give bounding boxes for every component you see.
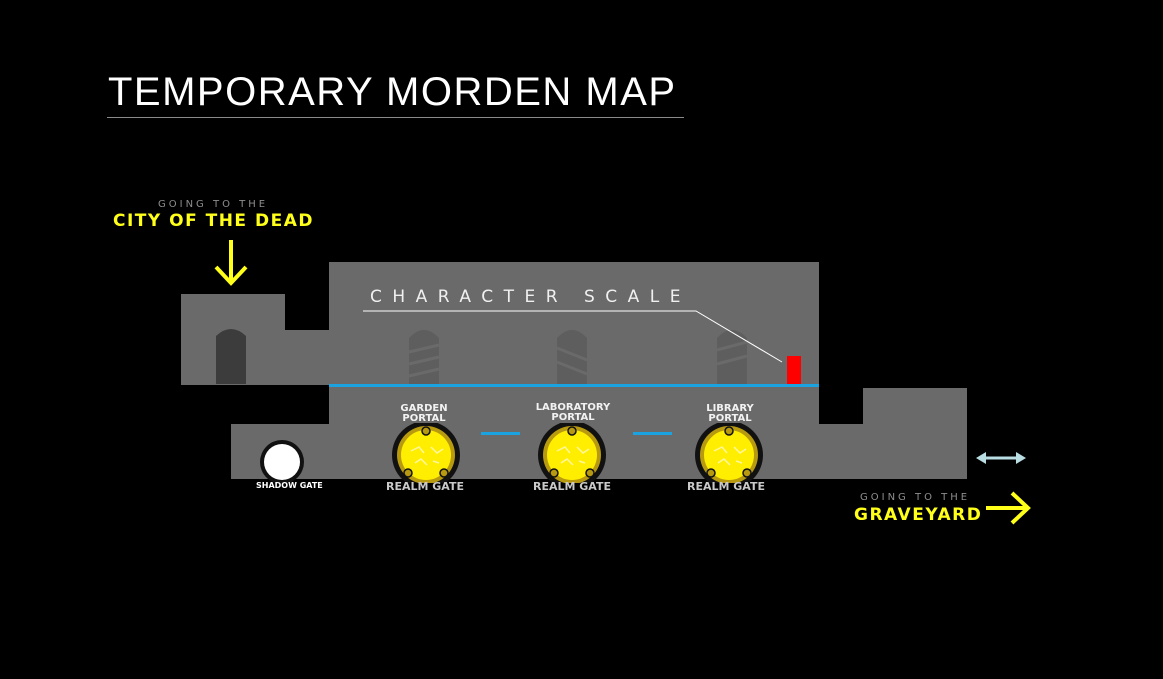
map-title: TEMPORARY MORDEN MAP xyxy=(108,70,677,114)
character-scale-label: CHARACTER SCALE xyxy=(370,287,691,307)
exit-bottom-right-destination: GRAVEYARD xyxy=(854,505,983,525)
portal-1-label: GARDEN PORTAL xyxy=(379,404,469,424)
portal-1-name: GARDEN xyxy=(400,403,448,414)
left-ledge xyxy=(285,330,330,385)
portal-1-type: PORTAL xyxy=(402,413,446,424)
character-marker xyxy=(787,356,801,384)
title-underline xyxy=(107,117,684,118)
portal-2-type: PORTAL xyxy=(551,412,595,423)
realm-gate-icon[interactable] xyxy=(694,423,764,483)
portal-2-label: LABORATORY PORTAL xyxy=(528,403,618,423)
lower-right-corridor xyxy=(818,424,864,479)
portal-3-gate-label: REALM GATE xyxy=(687,480,765,493)
double-arrow-horizontal-icon xyxy=(976,452,1026,464)
exit-top-left-destination: CITY OF THE DEAD xyxy=(113,211,314,231)
portal-3-type: PORTAL xyxy=(708,413,752,424)
floating-platform-2 xyxy=(633,432,672,435)
realm-gate-icon[interactable] xyxy=(391,423,461,483)
exit-top-left-prefix: GOING TO THE xyxy=(158,199,269,210)
portal-3-label: LIBRARY PORTAL xyxy=(685,404,775,424)
arrow-down-icon xyxy=(214,240,248,286)
shadow-gate-icon xyxy=(260,440,304,484)
floating-platform-1 xyxy=(481,432,520,435)
arrow-right-icon xyxy=(986,491,1031,525)
graveyard-exit-block xyxy=(863,388,967,479)
portal-2-gate-label: REALM GATE xyxy=(533,480,611,493)
upper-platform xyxy=(329,384,819,387)
portal-3-name: LIBRARY xyxy=(706,403,754,414)
portal-1-gate-label: REALM GATE xyxy=(386,480,464,493)
exit-bottom-right-prefix: GOING TO THE xyxy=(860,492,971,503)
shadow-gate-label: SHADOW GATE xyxy=(256,481,323,490)
portal-2-name: LABORATORY xyxy=(535,402,611,413)
realm-gate-icon[interactable] xyxy=(537,423,607,483)
